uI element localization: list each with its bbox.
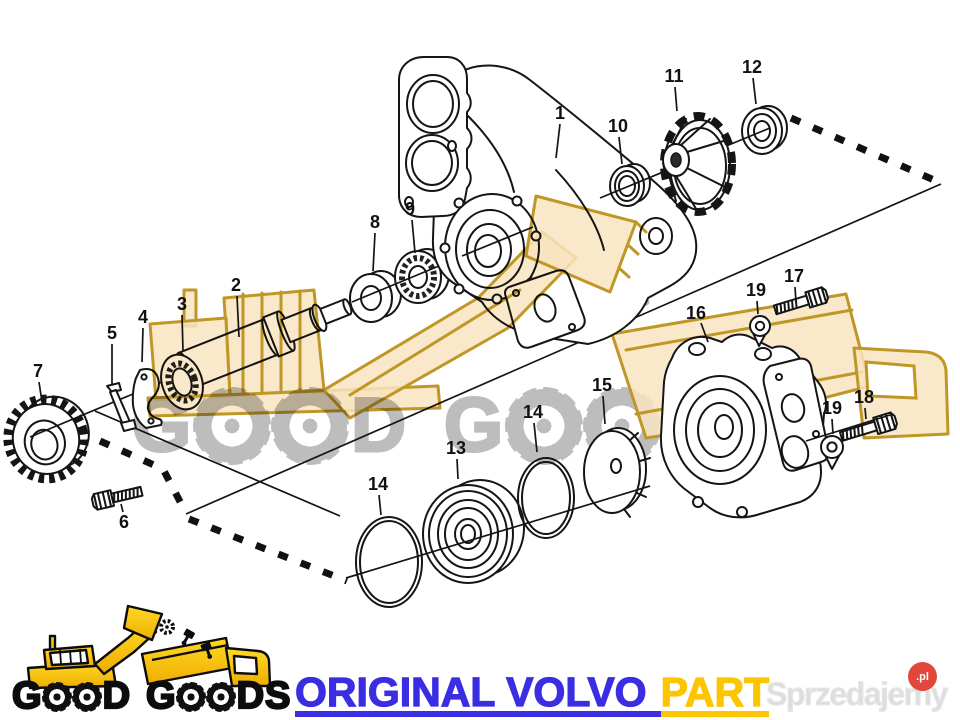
part-label-5: 5: [107, 323, 117, 343]
part-14-oring-drawing: [517, 457, 575, 539]
plane-diagonal-line: [185, 183, 942, 515]
brand-letter: G: [11, 675, 43, 717]
part-label-19b: 19: [822, 398, 842, 418]
part-6-bolt-drawing: [90, 485, 144, 511]
part-11-impeller-drawing: [660, 112, 736, 216]
part-label-12: 12: [742, 57, 762, 77]
part-label-2: 2: [231, 275, 241, 295]
part-label-9: 9: [405, 199, 415, 219]
part-14-oring-drawing: [355, 516, 423, 608]
part-label-14b: 14: [523, 402, 543, 422]
part-label-4: 4: [138, 307, 148, 327]
part-9-bearing-drawing: [394, 248, 450, 304]
logo-wheel-loader: [26, 604, 164, 690]
part-12-seal-drawing: [741, 105, 788, 155]
piston-icon: [181, 628, 195, 646]
part-label-13: 13: [446, 438, 466, 458]
brand-letter: G: [443, 383, 505, 468]
tire-letter-o: [505, 387, 584, 465]
part-label-17: 17: [784, 266, 804, 286]
part-label-15: 15: [592, 375, 612, 395]
brand-letter: D: [235, 675, 265, 717]
part-8-bearing-drawing: [349, 270, 402, 323]
piston-icon: [200, 641, 213, 659]
headline-primary: ORIGINAL VOLVO: [294, 671, 661, 717]
part-label-16: 16: [686, 303, 706, 323]
part-label-19: 19: [746, 280, 766, 300]
part-label-18: 18: [854, 387, 874, 407]
part-19-washer-drawing: [749, 315, 771, 347]
site-badge-pl: .pl: [908, 662, 937, 691]
part-labels: 1 2 3 4 5 6 7 8 9 10 11 12 13 14 14 15 1…: [33, 57, 874, 532]
part-19-washer-drawing: [820, 435, 844, 470]
brand-letter: D: [101, 675, 131, 717]
tire-letter-o: [175, 681, 206, 712]
part-16-rear-housing-drawing: [659, 333, 830, 519]
tire-letter-o: [41, 681, 72, 712]
part-label-11: 11: [664, 66, 683, 86]
part-label-8: 8: [370, 212, 380, 232]
brand-letter: S: [264, 675, 292, 717]
brand-letter: G: [145, 675, 177, 717]
logo-dump-truck: [140, 636, 272, 688]
part-5-link-drawing: [106, 382, 137, 432]
plane-dashed-edge-left: [98, 437, 190, 515]
tire-letter-o: [205, 681, 236, 712]
part-label-1: 1: [555, 103, 565, 123]
logo-falling-icons: [159, 619, 213, 659]
part-label-10: 10: [608, 116, 628, 136]
part-label-14: 14: [368, 474, 388, 494]
plane-dashed-edge-top: [789, 114, 943, 187]
part-17-bolt-drawing: [772, 286, 829, 316]
gear-icon: [159, 619, 175, 635]
tire-letter-o: [71, 681, 102, 712]
part-label-6: 6: [119, 512, 129, 532]
part-13-pulley-drawing: [422, 479, 525, 584]
headline-highlight: PART: [660, 669, 770, 717]
part-7-gear-drawing: [3, 394, 90, 484]
part-label-3: 3: [177, 294, 187, 314]
plane-dashed-edge-bottom: [187, 515, 349, 585]
part-label-7: 7: [33, 361, 43, 381]
